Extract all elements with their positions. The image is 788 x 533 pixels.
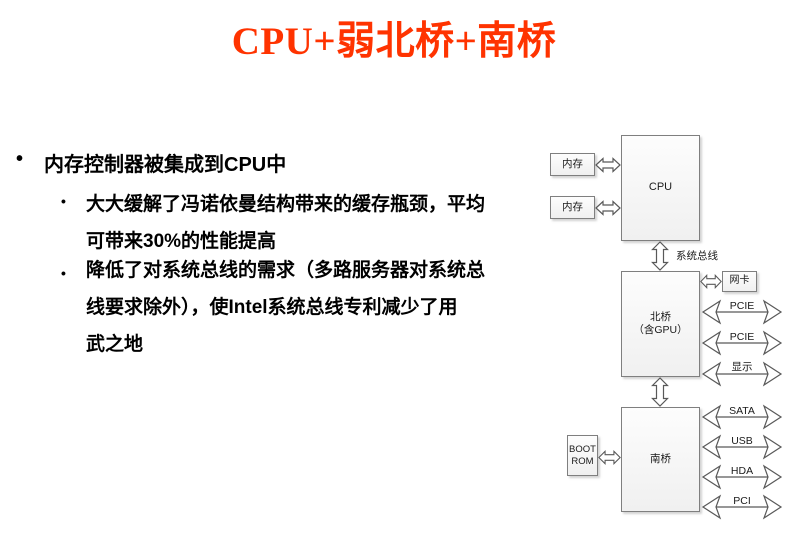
bus-label: 显示 <box>731 361 753 373</box>
open-double-arrow-icon <box>701 299 783 325</box>
pci-bus-arrow: PCI <box>701 492 783 520</box>
northbridge-label-line-2: （含GPU） <box>633 324 688 336</box>
memory-box-1-label: 内存 <box>562 157 583 170</box>
open-double-arrow-icon <box>701 494 783 520</box>
cpu-box: CPU <box>621 135 700 241</box>
boot-rom-box: BOOT ROM <box>567 435 598 476</box>
open-double-arrow-icon <box>701 434 783 460</box>
sub-bullet-2-line-1: 降低了对系统总线的需求（多路服务器对系统总 <box>86 260 486 281</box>
bullet-main-text: 内存控制器被集成到CPU中 <box>44 154 287 176</box>
cpu-northbridge-vertical-double-arrow-icon <box>650 241 670 271</box>
memory-box-2: 内存 <box>550 196 595 219</box>
memory2-cpu-double-arrow-icon <box>595 199 621 217</box>
sub-bullet-1: 大大缓解了冯诺依曼结构带来的缓存瓶颈，平均 可带来30%的性能提高 <box>86 186 485 260</box>
boot-rom-label-line-1: BOOT <box>569 443 596 455</box>
boot-rom-label-line-2: ROM <box>571 455 594 467</box>
sub-bullet-2-line-3: 武之地 <box>86 334 144 355</box>
system-bus-label: 系统总线 <box>676 250 718 262</box>
bus-label: PCIE <box>729 331 755 343</box>
nic-box-label: 网卡 <box>729 275 750 287</box>
usb-bus-arrow: USB <box>701 432 783 460</box>
hda-bus-arrow: HDA <box>701 462 783 490</box>
southbridge-box: 南桥 <box>621 407 700 512</box>
bullet-marker: • <box>16 148 24 170</box>
slide-title: CPU+弱北桥+南桥 <box>231 20 557 63</box>
pcie-bus-arrow-1: PCIE <box>701 297 783 325</box>
sub-bullet-2-line-2: 线要求除外），使Intel系统总线专利减少了用 <box>86 297 458 318</box>
sub-bullet-1-line-2: 可带来30%的性能提高 <box>86 231 277 252</box>
nic-box: 网卡 <box>722 271 757 292</box>
southbridge-label: 南桥 <box>650 452 671 465</box>
cpu-box-label: CPU <box>648 181 673 194</box>
bus-label: SATA <box>729 405 755 417</box>
pcie-bus-arrow-2: PCIE <box>701 328 783 356</box>
sub-bullet-marker: • <box>61 193 66 209</box>
northbridge-label-line-1: 北桥 <box>650 310 671 323</box>
northbridge-nic-double-arrow-icon <box>700 273 722 290</box>
bus-label: USB <box>731 435 753 447</box>
bootrom-southbridge-double-arrow-icon <box>598 449 621 466</box>
bus-label: PCIE <box>729 300 755 312</box>
memory1-cpu-double-arrow-icon <box>595 156 621 174</box>
sub-bullet-2: 降低了对系统总线的需求（多路服务器对系统总 线要求除外），使Intel系统总线专… <box>86 252 485 363</box>
open-double-arrow-icon <box>701 361 783 387</box>
display-bus-arrow: 显示 <box>701 359 783 387</box>
bus-label: PCI <box>733 495 751 507</box>
open-double-arrow-icon <box>701 330 783 356</box>
memory-box-1: 内存 <box>550 153 595 176</box>
northbridge-southbridge-vertical-double-arrow-icon <box>650 377 670 407</box>
sub-bullet-marker: • <box>61 265 66 281</box>
open-double-arrow-icon <box>701 464 783 490</box>
northbridge-box: 北桥 （含GPU） <box>621 271 700 377</box>
sub-bullet-1-line-1: 大大缓解了冯诺依曼结构带来的缓存瓶颈，平均 <box>86 194 486 215</box>
memory-box-2-label: 内存 <box>562 200 583 213</box>
open-double-arrow-icon <box>701 404 783 430</box>
bus-label: HDA <box>730 465 754 477</box>
sata-bus-arrow: SATA <box>701 402 783 430</box>
